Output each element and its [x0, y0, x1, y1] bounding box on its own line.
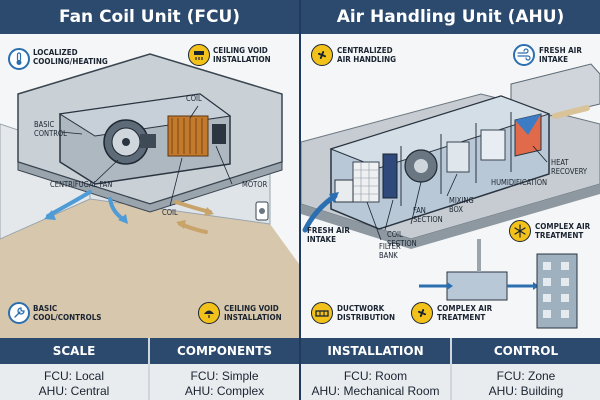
- comparison-divider: [148, 338, 150, 400]
- comparison-values: FCU: Zone AHU: Building: [452, 364, 600, 399]
- label-ductwork: DUCTWORK DISTRIBUTION: [337, 304, 396, 322]
- duct-icon: [311, 302, 333, 324]
- comparison-heading: CONTROL: [452, 338, 600, 364]
- comparison-values: FCU: Simple AHU: Complex: [150, 364, 299, 399]
- thermometer-icon: [8, 48, 30, 70]
- comparison-ahu-value: AHU: Mechanical Room: [311, 384, 440, 398]
- label-mixing-box: MIXING BOX: [449, 196, 474, 214]
- lamp-icon: [198, 302, 220, 324]
- label-ceiling-bottom: CEILING VOID INSTALLATION: [224, 304, 282, 322]
- comparison-heading: SCALE: [0, 338, 148, 364]
- comparison-cell-components: COMPONENTS FCU: Simple AHU: Complex: [150, 338, 299, 400]
- fcu-housing-top: [58, 93, 232, 137]
- label-ceiling-top: CEILING VOID INSTALLATION: [213, 46, 271, 64]
- ahu-title: Air Handling Unit (AHU): [301, 0, 600, 34]
- label-filter-bank: FILTER BANK: [379, 242, 401, 260]
- comparison-fcu-value: FCU: Zone: [496, 369, 556, 383]
- snowflake-icon: [509, 220, 531, 242]
- label-fresh-air-top: FRESH AIR INTAKE: [539, 46, 582, 64]
- wrench-icon: [8, 302, 30, 324]
- comparison-cell-installation: INSTALLATION FCU: Room AHU: Mechanical R…: [301, 338, 450, 400]
- label-basic-cool: BASIC COOL/CONTROLS: [33, 304, 102, 322]
- comparison-ahu-value: AHU: Central: [38, 384, 110, 398]
- supply-air-arrow: [552, 105, 590, 119]
- comparison-heading: INSTALLATION: [301, 338, 450, 364]
- comparison-values: FCU: Local AHU: Central: [0, 364, 148, 399]
- fcu-panel: Fan Coil Unit (FCU): [0, 0, 299, 338]
- fan-icon: [311, 44, 333, 66]
- ahu-scene: CENTRALIZED AIR HANDLING FRESH AIR INTAK…: [301, 34, 600, 338]
- control-box: [212, 124, 226, 144]
- panel-divider: [299, 0, 301, 400]
- comparison-cell-scale: SCALE FCU: Local AHU: Central: [0, 338, 148, 400]
- vent-icon: [188, 44, 210, 66]
- comparison-row: SCALE FCU: Local AHU: Central COMPONENTS…: [0, 338, 600, 400]
- roof-edge: [301, 184, 600, 249]
- coil-section: [382, 153, 398, 199]
- label-fan-section: FAN SECTION: [413, 206, 443, 224]
- mini-ahu: [446, 271, 508, 301]
- label-humidification: HUMIDIFICATION: [491, 178, 548, 187]
- intake-louver: [334, 179, 354, 203]
- label-heat-recovery: HEAT RECOVERY: [551, 158, 588, 176]
- comparison-fcu-value: FCU: Simple: [190, 369, 259, 383]
- label-coil-section: COIL SECTION: [387, 230, 417, 248]
- ahu-panel: Air Handling Unit (AHU): [301, 0, 600, 338]
- building: [536, 253, 578, 329]
- mini-ahu-flue: [477, 239, 481, 272]
- filter-bank: [352, 161, 380, 203]
- wind-icon: [513, 44, 535, 66]
- label-localized: LOCALIZED COOLING/HEATING: [33, 48, 108, 66]
- label-centrifugal-fan: CENTRIFUGAL FAN: [50, 180, 113, 189]
- comparison-ahu-value: AHU: Complex: [184, 384, 265, 398]
- fcu-illustration: [0, 53, 299, 338]
- label-coil-bottom: COIL: [162, 208, 178, 217]
- label-complex-treatment-right: COMPLEX AIR TREATMENT: [535, 222, 591, 240]
- room-floor: [0, 199, 299, 338]
- ceiling-edge: [17, 161, 283, 213]
- label-coil-top: COIL: [186, 94, 202, 103]
- label-basic-control: BASIC CONTROL: [34, 120, 67, 138]
- building-icon: [411, 302, 433, 324]
- comparison-cell-control: CONTROL FCU: Zone AHU: Building: [452, 338, 600, 400]
- mixing-box: [446, 141, 470, 173]
- comparison-fcu-value: FCU: Room: [343, 369, 408, 383]
- fcu-title: Fan Coil Unit (FCU): [0, 0, 299, 34]
- coil-fins: [167, 115, 209, 157]
- comparison-divider: [450, 338, 452, 400]
- comparison-values: FCU: Room AHU: Mechanical Room: [301, 364, 450, 399]
- label-centralized: CENTRALIZED AIR HANDLING: [337, 46, 397, 64]
- comparison-divider: [299, 338, 301, 400]
- motor-block: [140, 134, 156, 148]
- label-complex-treatment-bottom: COMPLEX AIR TREATMENT: [437, 304, 493, 322]
- fan-hub: [122, 138, 130, 146]
- fcu-scene: LOCALIZED COOLING/HEATING CEILING VOID I…: [0, 34, 299, 338]
- label-fresh-air-intake: FRESH AIR INTAKE: [307, 226, 350, 244]
- ahu-illustration: [301, 63, 600, 329]
- comparison-fcu-value: FCU: Local: [43, 369, 105, 383]
- humidifier: [480, 129, 506, 161]
- comparison-heading: COMPONENTS: [150, 338, 299, 364]
- comparison-ahu-value: AHU: Building: [488, 384, 564, 398]
- label-motor: MOTOR: [242, 180, 268, 189]
